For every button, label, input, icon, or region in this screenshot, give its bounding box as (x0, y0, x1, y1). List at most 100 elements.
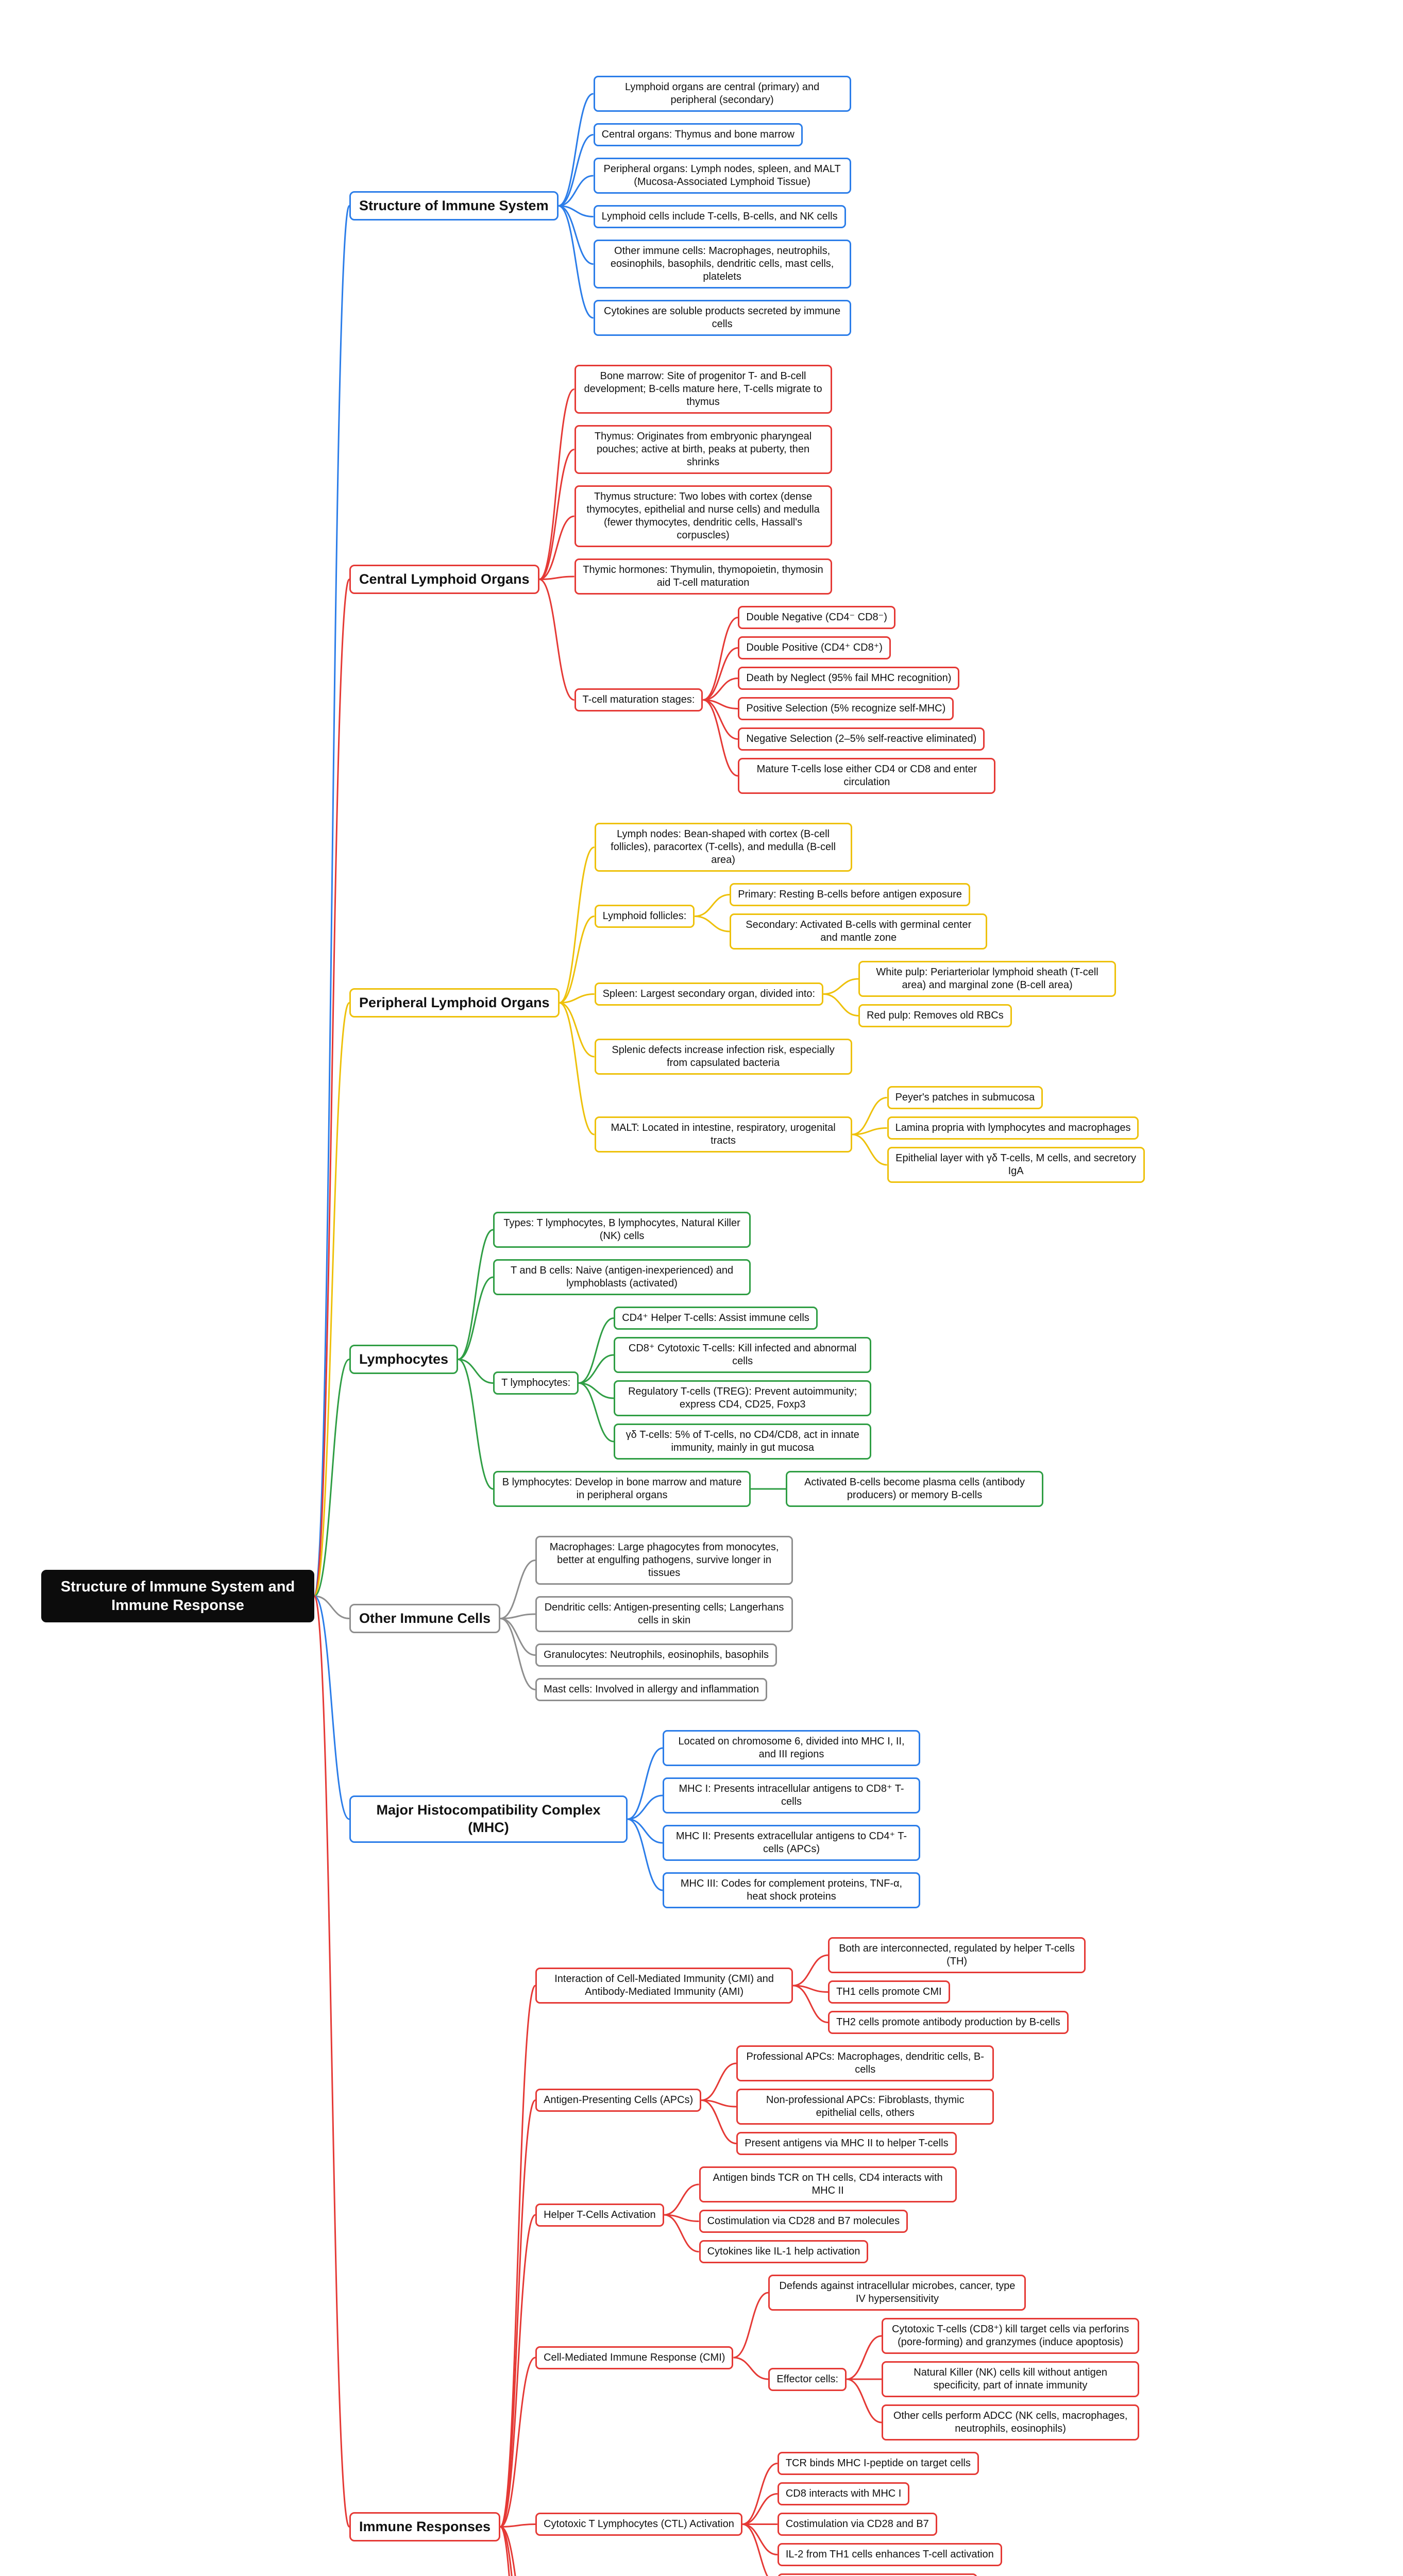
tree-branch-wrap: Other Immune Cells Macrophages: Large pha… (349, 1536, 1197, 1701)
tree-node: Regulatory T-cells (TREG): Prevent autoi… (614, 1380, 872, 1416)
tree-branch-wrap: Cytokines like IL-1 help activation (699, 2240, 957, 2263)
tree-branch-wrap: MALT: Located in intestine, respiratory,… (594, 1086, 1145, 1183)
tree-branch-wrap: Red pulp: Removes old RBCs (858, 1004, 1116, 1027)
tree-node: Defends against intracellular microbes, … (768, 2275, 1026, 2311)
tree-branch-wrap: Bone marrow: Site of progenitor T- and B… (574, 365, 996, 414)
branch-lymphocytes: Lymphocytes (349, 1344, 459, 1375)
tree-node: Splenic defects increase infection risk,… (594, 1039, 852, 1075)
branch-other-immune-cells: Other Immune Cells (349, 1603, 501, 1634)
tree-branch-wrap: Dendritic cells: Antigen-presenting cell… (535, 1596, 793, 1632)
tree-branch-wrap: Central Lymphoid Organs Bone marrow: Site… (349, 365, 1197, 794)
tree-node: IL-2 from TH1 cells enhances T-cell acti… (777, 2543, 1002, 2566)
tree-branch-wrap: Defends against intracellular microbes, … (768, 2275, 1139, 2311)
tree-node: Peripheral organs: Lymph nodes, spleen, … (593, 158, 851, 194)
tree-children-group: Bone marrow: Site of progenitor T- and B… (574, 365, 996, 794)
tree-branch-wrap: CD4⁺ Helper T-cells: Assist immune cells (614, 1307, 871, 1330)
branch-mhc: Major Histocompatibility Complex (MHC) (349, 1795, 628, 1843)
tree-children-group: Primary: Resting B-cells before antigen … (730, 883, 988, 950)
tree-node: Thymus structure: Two lobes with cortex … (574, 485, 832, 547)
tree-node: Antigen-Presenting Cells (APCs) (535, 2089, 702, 2112)
tree-children-group: Professional APCs: Macrophages, dendriti… (736, 2045, 994, 2155)
tree-children-group: Located on chromosome 6, divided into MH… (663, 1730, 920, 1908)
tree-branch-wrap: T lymphocytes: CD4⁺ Helper T-cells: Assis… (493, 1307, 1043, 1460)
tree-branch-wrap: Lymphocytes Types: T lymphocytes, B lymph… (349, 1212, 1197, 1507)
mindmap-tree: Structure of Immune System and Immune Re… (41, 0, 1197, 2576)
tree-branch-wrap: Epithelial layer with γδ T-cells, M cell… (887, 1147, 1145, 1183)
tree-node: Lymph nodes: Bean-shaped with cortex (B-… (594, 823, 852, 872)
tree-node: Double Negative (CD4⁻ CD8⁻) (738, 606, 895, 629)
tree-node: T-cell maturation stages: (574, 688, 703, 711)
tree-node: Costimulation via CD28 and B7 molecules (699, 2210, 908, 2233)
tree-branch-wrap: Negative Selection (2–5% self-reactive e… (738, 727, 995, 751)
tree-node: Death by Neglect (95% fail MHC recogniti… (738, 667, 960, 690)
tree-branch-wrap: Natural Killer (NK) cells kill without a… (882, 2361, 1140, 2397)
tree-branch-wrap: T-cell maturation stages: Double Negative… (574, 606, 996, 794)
tree-branch-wrap: CD8⁺ Cytotoxic T-cells: Kill infected an… (614, 1337, 872, 1373)
tree-branch-wrap: Macrophages: Large phagocytes from monoc… (535, 1536, 793, 1585)
tree-node: Mast cells: Involved in allergy and infl… (535, 1678, 768, 1701)
root-node: Structure of Immune System and Immune Re… (41, 1569, 314, 1623)
tree-branch-wrap: Lymphoid follicles:Primary: Resting B-ce… (594, 883, 1145, 950)
tree-node: White pulp: Periarteriolar lymphoid shea… (858, 961, 1117, 997)
tree-branch-wrap: Antigen-Presenting Cells (APCs) Professio… (535, 2045, 1197, 2155)
tree-children-group: Activated B-cells become plasma cells (a… (786, 1471, 1044, 1507)
tree-children-group: Defends against intracellular microbes, … (768, 2275, 1140, 2441)
tree-branch-wrap: Granulocytes: Neutrophils, eosinophils, … (535, 1643, 793, 1667)
tree-branch-wrap: Activated B-cells become plasma cells (a… (786, 1471, 1044, 1507)
tree-branch-wrap: Cytokines are soluble products secreted … (593, 300, 851, 336)
tree-branch-wrap: Lamina propria with lymphocytes and macr… (887, 1116, 1145, 1140)
tree-branch-wrap: IL-2 from TH1 cells enhances T-cell acti… (777, 2543, 1002, 2566)
tree-branch-wrap: Mast cells: Involved in allergy and infl… (535, 1678, 793, 1701)
tree-branch-wrap: Both are interconnected, regulated by he… (828, 1937, 1086, 1973)
tree-node: Mature T-cells lose either CD4 or CD8 an… (738, 758, 996, 794)
tree-branch-wrap: Peripheral organs: Lymph nodes, spleen, … (593, 158, 851, 194)
tree-branch-wrap: Lymphoid cells include T-cells, B-cells,… (593, 205, 851, 228)
tree-branch-wrap: Regulatory T-cells (TREG): Prevent autoi… (614, 1380, 872, 1416)
tree-node: T lymphocytes: (493, 1371, 579, 1395)
tree-node: B lymphocytes: Develop in bone marrow an… (493, 1471, 751, 1507)
tree-node: Cytokines like IL-1 help activation (699, 2240, 869, 2263)
tree-node: CD8⁺ Cytotoxic T-cells: Kill infected an… (614, 1337, 872, 1373)
tree-node: Located on chromosome 6, divided into MH… (663, 1730, 920, 1766)
branch-peripheral-lymphoid-organs: Peripheral Lymphoid Organs (349, 988, 560, 1018)
tree-branch-wrap: Types: T lymphocytes, B lymphocytes, Nat… (493, 1212, 1043, 1248)
tree-branch-wrap: White pulp: Periarteriolar lymphoid shea… (858, 961, 1117, 997)
tree-branch-wrap: Peripheral Lymphoid Organs Lymph nodes: B… (349, 823, 1197, 1183)
tree-node: Non-professional APCs: Fibroblasts, thym… (736, 2089, 994, 2125)
tree-node: CTLs kill using perforins and granzymes (777, 2573, 977, 2576)
tree-node: Lymphoid organs are central (primary) an… (593, 76, 851, 112)
tree-branch-wrap: Double Positive (CD4⁺ CD8⁺) (738, 636, 995, 659)
tree-branch-wrap: Cell-Mediated Immune Response (CMI)Defen… (535, 2275, 1197, 2441)
tree-children-group: Types: T lymphocytes, B lymphocytes, Nat… (493, 1212, 1044, 1507)
tree-node: MHC I: Presents intracellular antigens t… (663, 1777, 920, 1814)
tree-node: Granulocytes: Neutrophils, eosinophils, … (535, 1643, 777, 1667)
tree-branch-wrap: TH2 cells promote antibody production by… (828, 2011, 1086, 2034)
tree-branch-wrap: Located on chromosome 6, divided into MH… (663, 1730, 920, 1766)
tree-branch-wrap: Antigen binds TCR on TH cells, CD4 inter… (699, 2166, 957, 2202)
tree-node: TCR binds MHC I-peptide on target cells (777, 2452, 979, 2475)
tree-branch-wrap: Central organs: Thymus and bone marrow (593, 123, 851, 146)
tree-children-group: Antigen binds TCR on TH cells, CD4 inter… (699, 2166, 957, 2263)
tree-node: Thymus: Originates from embryonic pharyn… (574, 425, 832, 474)
tree-node: T and B cells: Naive (antigen-inexperien… (493, 1259, 751, 1295)
tree-children-group: Both are interconnected, regulated by he… (828, 1937, 1086, 2034)
tree-branch-wrap: Secondary: Activated B-cells with germin… (730, 913, 988, 950)
branch-immune-responses: Immune Responses (349, 2512, 501, 2542)
tree-branch-wrap: MHC III: Codes for complement proteins, … (663, 1872, 920, 1908)
tree-branch-wrap: Effector cells:Cytotoxic T-cells (CD8⁺) … (768, 2318, 1140, 2441)
tree-node: Interaction of Cell-Mediated Immunity (C… (535, 1968, 793, 2004)
tree-node: MHC III: Codes for complement proteins, … (663, 1872, 920, 1908)
tree-node: Other immune cells: Macrophages, neutrop… (593, 240, 851, 289)
branch-central-lymphoid-organs: Central Lymphoid Organs (349, 564, 539, 595)
tree-branch-wrap: Immune Responses Interaction of Cell-Medi… (349, 1937, 1197, 2576)
tree-branch-wrap: TCR binds MHC I-peptide on target cells (777, 2452, 1002, 2475)
tree-branch-wrap: Spleen: Largest secondary organ, divided… (594, 961, 1145, 1027)
tree-branch-wrap: Splenic defects increase infection risk,… (594, 1039, 1145, 1075)
tree-branch-wrap: Other immune cells: Macrophages, neutrop… (593, 240, 851, 289)
tree-branch-wrap: Structure of Immune System and Immune Re… (41, 76, 1197, 2576)
tree-node: Other cells perform ADCC (NK cells, macr… (882, 2404, 1140, 2441)
tree-branch-wrap: MHC I: Presents intracellular antigens t… (663, 1777, 920, 1814)
